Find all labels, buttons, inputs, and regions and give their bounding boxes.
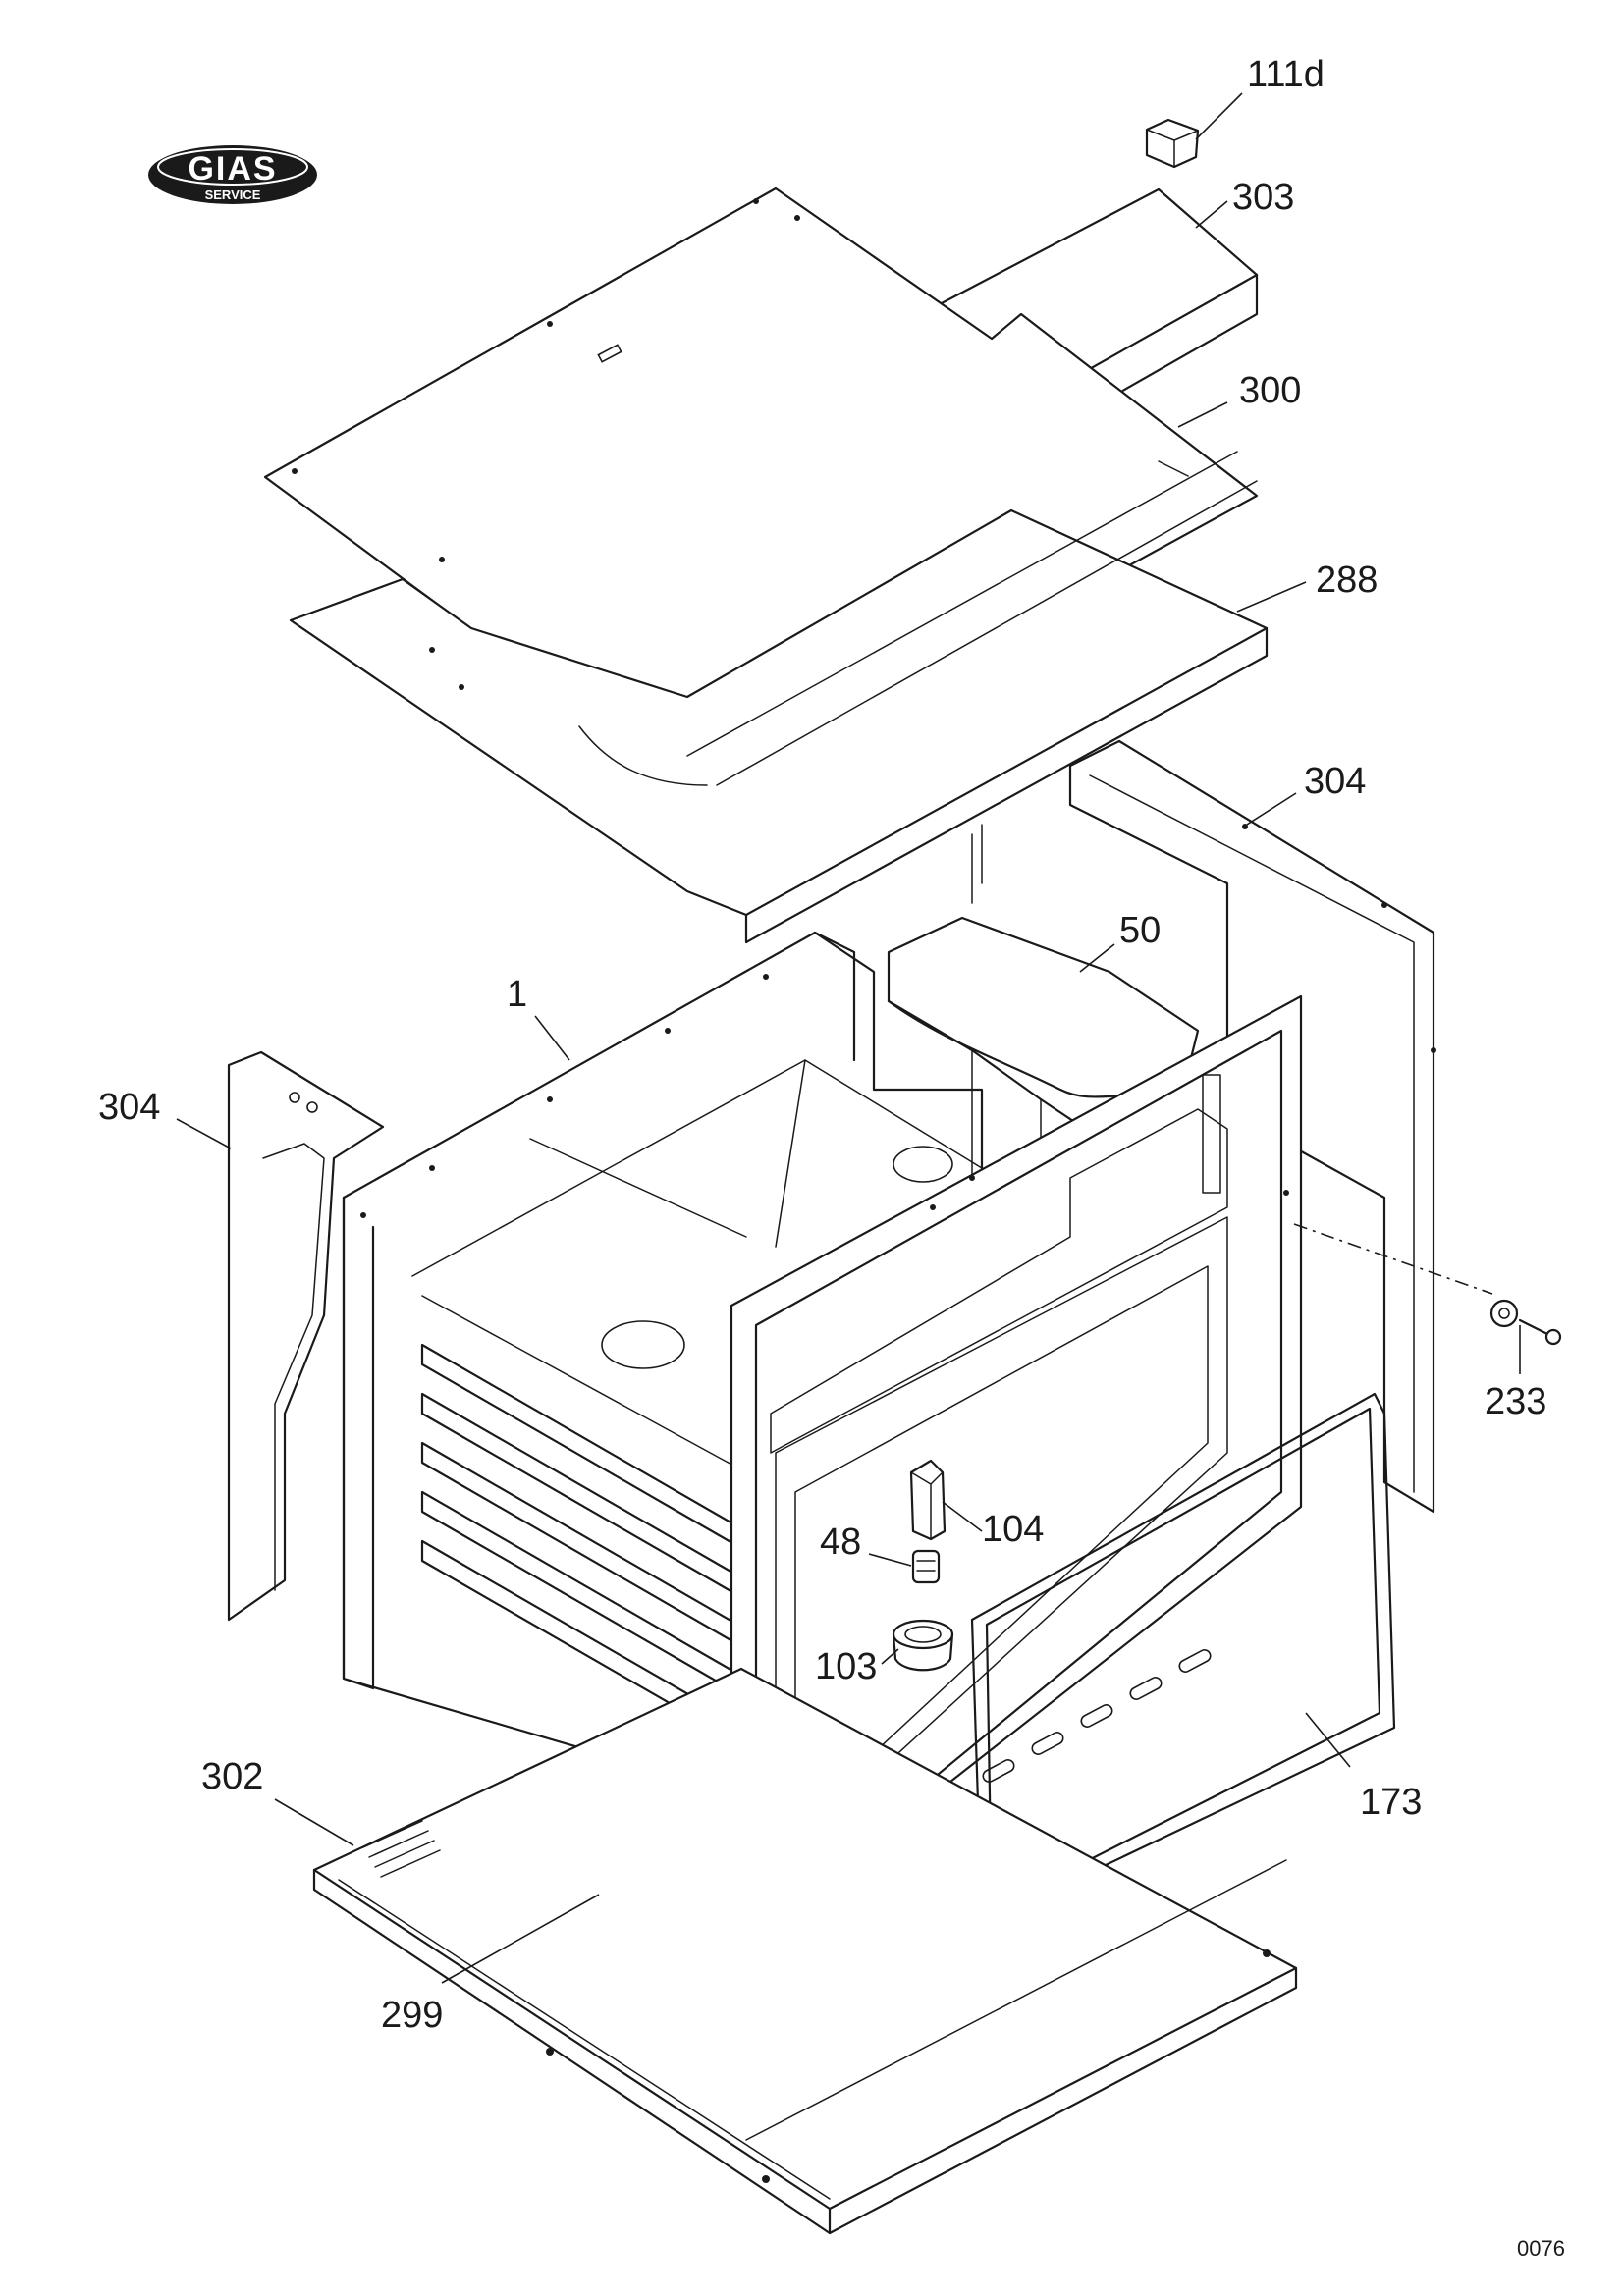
callout-300: 300 — [1239, 370, 1301, 411]
part-103-lamp-cover — [892, 1619, 954, 1672]
callout-304-left: 304 — [98, 1087, 160, 1128]
part-233-screw — [1293, 1223, 1562, 1346]
gias-service-logo: GIAS SERVICE — [148, 145, 317, 204]
callout-302: 302 — [201, 1756, 263, 1797]
logo-subtitle: SERVICE — [205, 187, 261, 202]
callout-labels: 111d 303 300 288 304 50 1 304 233 104 48… — [98, 54, 1546, 2036]
callout-173: 173 — [1360, 1782, 1422, 1823]
callout-48: 48 — [820, 1522, 861, 1563]
logo-name: GIAS — [188, 150, 277, 187]
callout-299: 299 — [381, 1995, 443, 2036]
part-302-vent-grille — [362, 1820, 441, 1878]
callout-1: 1 — [507, 974, 527, 1015]
callout-111d: 111d — [1247, 54, 1325, 95]
callout-50: 50 — [1119, 910, 1161, 951]
callout-103: 103 — [815, 1646, 877, 1687]
part-104-lamp-holder — [909, 1459, 947, 1541]
part-48-lamp-bulb — [911, 1549, 941, 1584]
part-288-heat-shield — [289, 451, 1269, 944]
callout-104: 104 — [982, 1509, 1044, 1550]
callout-288: 288 — [1316, 560, 1378, 601]
callout-303: 303 — [1232, 177, 1294, 218]
callout-304-right: 304 — [1304, 761, 1366, 802]
callout-233: 233 — [1485, 1381, 1546, 1422]
drawing-code: 0076 — [1517, 2236, 1565, 2261]
part-299-bottom-panel — [312, 1667, 1298, 2235]
part-111d-switch — [1145, 118, 1200, 169]
part-304-left-side-strip — [227, 1050, 385, 1622]
